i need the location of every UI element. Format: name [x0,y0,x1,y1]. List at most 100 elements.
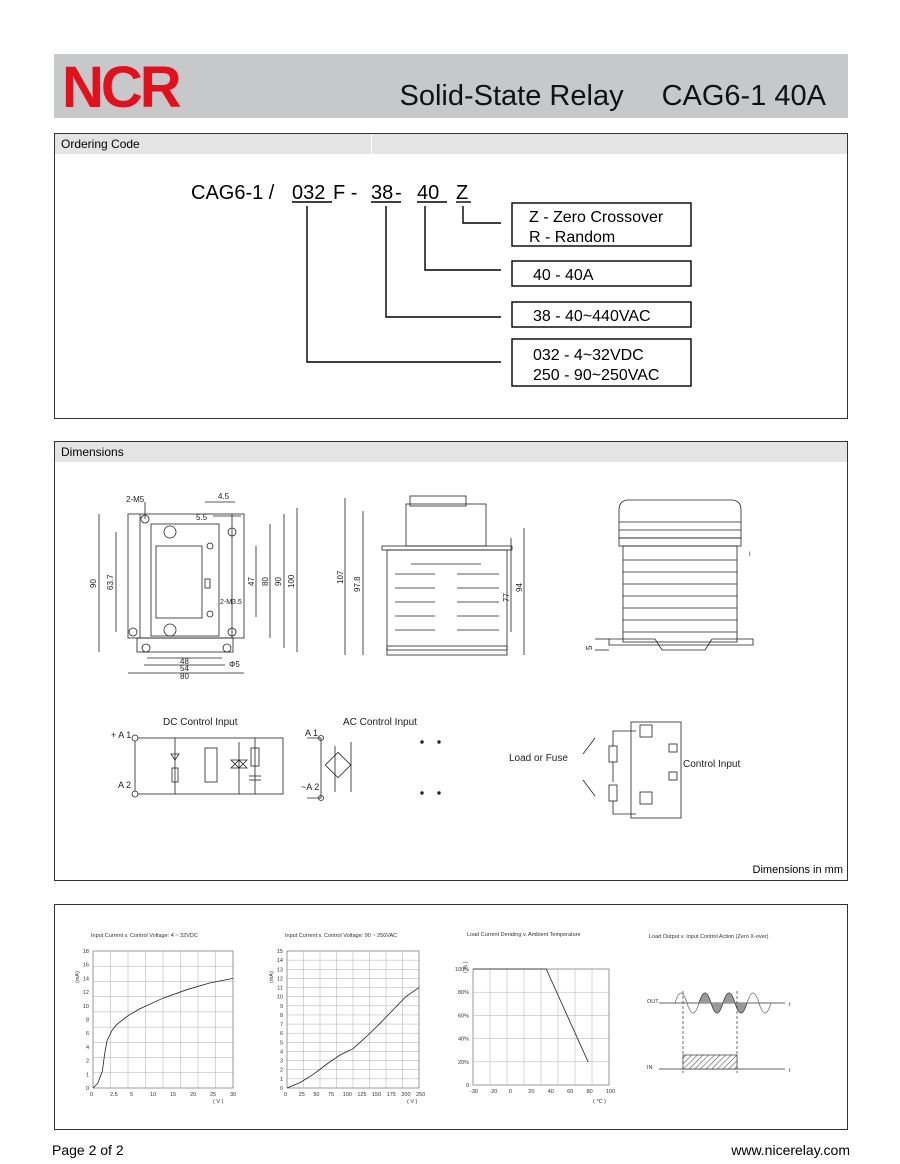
y-tick-label: 11 [277,986,283,992]
graph4-t1: t [789,1002,791,1008]
model-name: CAG6-1 40A [661,80,826,112]
code-voltage: 38 [371,182,393,204]
side-dim-978: 97.8 [353,576,362,592]
front-dim-637: 63.7 [106,574,115,590]
graph3-ylabel: ( % ) [463,961,469,973]
code-input: 032 [292,182,325,204]
dimensions-drawing: 2-M5 4.5 5.5 2-M3.5 48 54 80 Φ5 90 63.7 … [89,492,754,819]
y-tick-label: 20% [458,1060,469,1066]
ac-title: AC Control Input [343,717,417,728]
box-z-line1: Z - Zero Crossover [529,209,664,226]
front-dim-54: 54 [180,664,189,673]
y-tick-label: 1 [280,1077,283,1083]
front-dim-55: 5.5 [196,513,208,522]
box-z-line2: R - Random [529,229,615,246]
side-view [344,495,525,656]
ac-schematic [307,735,352,801]
front-dim-90-right: 90 [274,577,283,586]
y-tick-label: 10 [83,1004,89,1010]
y-tick-label: 0 [466,1083,469,1089]
front-view [98,501,298,674]
front-dim-47: 47 [247,577,256,586]
side-dim-77: 77 [502,593,511,602]
back-view [595,499,754,651]
front-hole: Φ5 [229,660,240,669]
back-tick: I [749,552,751,558]
y-tick-label: 100% [455,967,469,973]
x-tick-label: 100 [606,1089,615,1095]
x-tick-label: -30 [470,1089,478,1095]
x-tick-label: 100 [343,1092,352,1098]
x-tick-label: 40 [548,1089,554,1095]
x-tick-label: 20 [528,1089,534,1095]
x-tick-label: 175 [387,1092,396,1098]
box-current: 40 - 40A [533,267,594,284]
graph4-plot [659,991,785,1073]
front-dim-100: 100 [287,574,296,588]
x-tick-label: 0 [284,1092,287,1098]
graph1-ylabel: (mA) [75,971,81,983]
y-tick-label: 2 [86,1059,89,1065]
page-number: Page 2 of 2 [52,1142,124,1158]
y-tick-label: 16 [83,963,89,969]
front-dim-80: 80 [180,672,189,681]
load-wiring [582,721,682,819]
y-tick-label: 4 [280,1049,283,1055]
y-tick-label: 18 [83,949,89,955]
ordering-code-panel: Ordering Code CAG6-1 / 032 F - 38 - 40 Z [54,133,848,419]
code-dash: - [395,182,402,204]
x-tick-label: 20 [190,1092,196,1098]
y-tick-label: 3 [280,1059,283,1065]
graph1-xunit: ( V ) [213,1099,224,1105]
x-tick-label: 75 [328,1092,334,1098]
side-dim-107: 107 [336,570,345,584]
x-tick-label: 50 [313,1092,319,1098]
code-f: F - [333,182,357,204]
ordering-title: Ordering Code [55,134,847,154]
graph2-title: Input Current v. Control Voltage: 90 ~ 2… [285,933,397,939]
x-tick-label: 200 [401,1092,410,1098]
y-tick-label: 0 [86,1086,89,1092]
x-tick-label: 10 [150,1092,156,1098]
website-link[interactable]: www.nicerelay.com [731,1142,850,1158]
y-tick-label: 2 [280,1068,283,1074]
front-dim-48: 48 [180,657,189,666]
dc-a2: A 2 [118,780,131,790]
code-current: 40 [417,182,439,204]
y-tick-label: 14 [277,958,283,964]
code-prefix: CAG6-1 / [191,182,275,204]
x-tick-label: 2.5 [110,1092,118,1098]
y-tick-label: 8 [86,1018,89,1024]
x-tick-label: 150 [372,1092,381,1098]
y-tick-label: 80% [458,990,469,996]
x-tick-label: 60 [567,1089,573,1095]
series-line [473,968,589,1062]
box-input-line2: 250 - 90~250VAC [533,367,659,384]
y-tick-label: 8 [280,1013,283,1019]
y-tick-label: 9 [280,1004,283,1010]
front-dim-90-left: 90 [89,579,98,588]
box-input-line1: 032 - 4~32VDC [533,347,644,364]
logo-text: NCR [62,55,181,120]
graphs-area: Input Current v. Control Voltage: 4 ~ 32… [75,932,791,1105]
dc-schematic [131,734,284,798]
graph4-in: IN [647,1065,653,1071]
x-tick-label: 250 [416,1092,425,1098]
side-dim-94: 94 [515,583,524,592]
graph2-xunit: ( V ) [407,1099,418,1105]
graph1-title: Input Current v. Control Voltage: 4 ~ 32… [91,933,198,939]
y-tick-label: 4 [86,1045,89,1051]
x-tick-label: 0 [90,1092,93,1098]
y-tick-label: 12 [277,976,283,982]
x-tick-label: 30 [230,1092,236,1098]
y-tick-label: 6 [280,1031,283,1037]
graph4-title: Load Output v. Input Control Action (Zer… [649,934,769,940]
graph4-out: OUT [647,999,659,1005]
y-tick-label: 60% [458,1013,469,1019]
dc-title: DC Control Input [163,717,238,728]
ordering-diagram: CAG6-1 / 032 F - 38 - 40 Z Z - Zero [191,182,692,387]
code-z: Z [456,182,468,204]
y-tick-label: 14 [83,976,89,982]
